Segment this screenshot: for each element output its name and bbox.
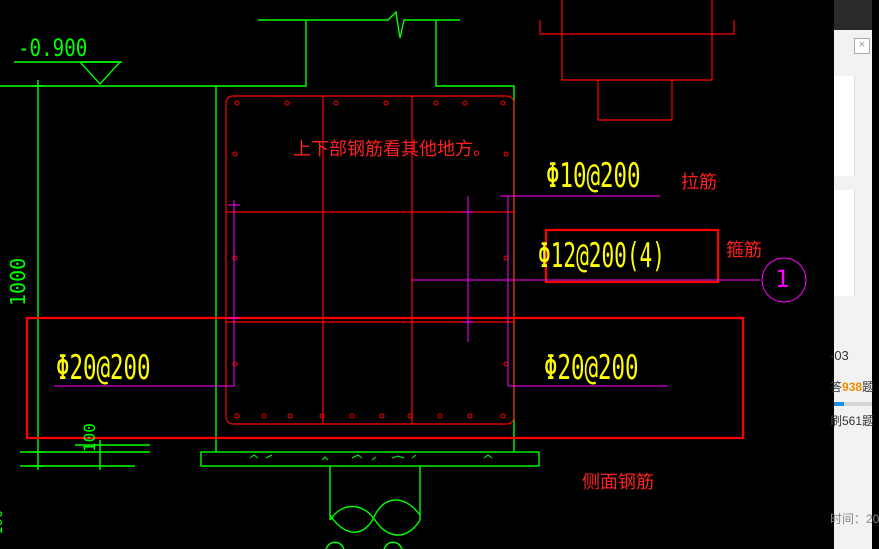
rebar-dots <box>232 100 509 419</box>
pile-bottom-a <box>325 541 345 549</box>
progress-bar-fill <box>834 402 844 406</box>
left-side-spec: Φ20@200 <box>56 348 151 388</box>
leader-lines <box>54 195 807 387</box>
elevation-label: -0.900 <box>18 34 88 62</box>
pile-break-b <box>329 505 421 536</box>
side-stat-1: 答938题 <box>830 380 875 394</box>
close-icon[interactable]: × <box>854 38 870 54</box>
tie-spec: Φ10@200 <box>546 156 641 196</box>
side-rebar-highlight-box <box>25 316 745 440</box>
height-dimension: 1000 <box>6 257 30 306</box>
cover-dimension: 100 <box>80 423 99 452</box>
side-date: -03 <box>830 348 849 363</box>
stirrup-spec: Φ12@200(4) <box>538 236 665 276</box>
side-card-1[interactable] <box>834 76 855 176</box>
side-panel: × -03 答938题 刷561题 时间：20 <box>830 0 879 549</box>
side-footer: 时间：20 <box>830 512 879 526</box>
stirrup-outer <box>225 95 515 425</box>
column-outline <box>561 0 713 81</box>
section-mark: 1 <box>775 265 790 293</box>
side-panel-header <box>834 0 872 30</box>
stirrup-highlight-box <box>544 228 720 284</box>
cushion-layer <box>200 451 540 467</box>
column-lower-line <box>597 80 673 121</box>
right-side-spec: Φ20@200 <box>544 348 639 388</box>
note-top-bottom-rebar: 上下部钢筋看其他地方。 <box>293 139 491 160</box>
column-cap-line <box>539 20 735 35</box>
elevation-triangle <box>78 61 122 86</box>
cushion-hatch <box>249 454 493 461</box>
cad-drawing <box>0 0 807 549</box>
pile-cap-right <box>435 20 515 452</box>
side-card-2[interactable] <box>834 190 855 296</box>
pile-cap-left <box>215 20 307 452</box>
structure-lines <box>0 10 540 549</box>
rebar-group <box>25 0 745 440</box>
section-circle <box>761 257 807 303</box>
tie-label: 拉筋 <box>681 172 717 193</box>
pile-bottom-b <box>383 541 403 549</box>
side-rebar-label: 侧面钢筋 <box>582 472 654 493</box>
partial-dimension: 100 <box>0 509 6 535</box>
stirrup-label: 箍筋 <box>726 240 762 261</box>
cad-drawing-canvas[interactable]: -0.900 1000 100 100 上下部钢筋看其他地方。 Φ10@200 … <box>0 0 834 549</box>
side-stat-2: 刷561题 <box>830 414 875 428</box>
break-line <box>258 10 460 39</box>
pile-break-a <box>329 499 421 533</box>
progress-bar-track <box>844 402 872 406</box>
